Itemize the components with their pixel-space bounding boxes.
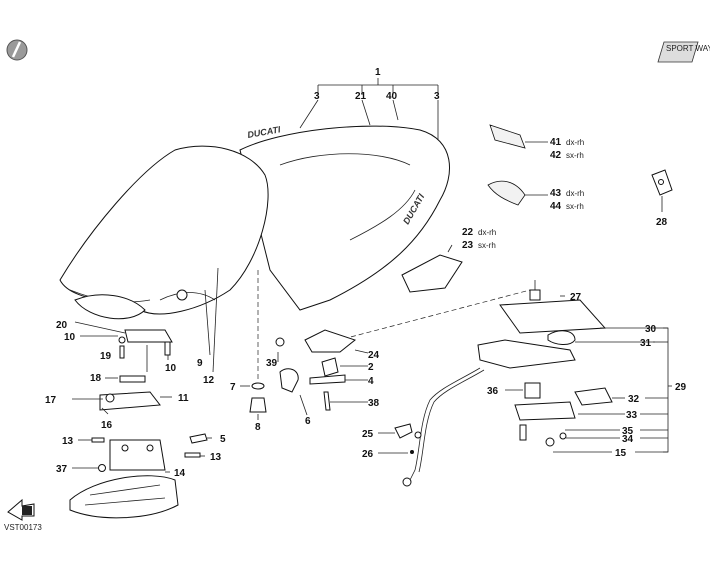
callout-33: 33	[626, 410, 638, 421]
clip-28	[651, 169, 673, 212]
callout-35: 35	[622, 426, 634, 437]
callout-13-right: 13	[210, 452, 222, 463]
suffix-44: sx-rh	[566, 202, 584, 211]
callout-13-left: 13	[62, 436, 74, 447]
corner-circle-logo	[6, 39, 28, 61]
callout-4: 4	[368, 376, 374, 387]
sport-way-logo: SPORT WAY	[657, 41, 710, 63]
hook-2-4-6	[279, 357, 368, 416]
callout-1: 1	[375, 67, 381, 78]
rider-seat	[59, 145, 269, 320]
leader-9	[204, 289, 211, 356]
pad-22-23	[401, 244, 463, 293]
callout-39: 39	[266, 358, 278, 369]
suffix-42: sx-rh	[566, 151, 584, 160]
callout-43: 43	[550, 188, 562, 199]
leader-12	[212, 267, 219, 373]
callout-25: 25	[362, 429, 374, 440]
callout-9: 9	[197, 358, 203, 369]
callout-28: 28	[656, 217, 668, 228]
callout-18: 18	[90, 373, 102, 384]
suffix-22: dx-rh	[478, 228, 496, 237]
suffix-41: dx-rh	[566, 138, 584, 147]
callout-11: 11	[178, 393, 189, 404]
callout-7: 7	[230, 382, 236, 393]
callout-2: 2	[368, 362, 374, 373]
lock-assembly	[72, 321, 173, 415]
release-cable	[378, 367, 485, 487]
callout-21: 21	[355, 91, 367, 102]
callout-8: 8	[255, 422, 261, 433]
callout-labels: 1 3 21 40 3 41 dx-rh 42 sx-rh 43 dx-rh 4…	[45, 67, 687, 479]
callout-19: 19	[100, 351, 112, 362]
callout-22: 22	[462, 227, 474, 238]
bracket-24	[304, 329, 369, 354]
callout-5: 5	[220, 434, 226, 445]
fasteners-39-7-8	[240, 337, 285, 420]
callout-38: 38	[368, 398, 380, 409]
callout-3-right: 3	[434, 91, 440, 102]
callout-6: 6	[305, 416, 311, 427]
callout-3-left: 3	[314, 91, 320, 102]
callout-20: 20	[56, 320, 68, 331]
callout-34: 34	[622, 434, 634, 445]
pad-43-44	[487, 180, 548, 206]
suffix-43: dx-rh	[566, 189, 584, 198]
callout-42: 42	[550, 150, 562, 161]
callout-40: 40	[386, 91, 398, 102]
callout-29: 29	[675, 382, 687, 393]
seat-cowl: DUCATI DUCATI	[239, 124, 450, 311]
callout-23: 23	[462, 240, 474, 251]
seat-hinge-plate	[72, 433, 212, 473]
callout-30: 30	[645, 324, 657, 335]
callout-14: 14	[174, 468, 186, 479]
dash-cowl-to-light	[319, 289, 531, 346]
callout-32: 32	[628, 394, 640, 405]
callout-17: 17	[45, 395, 57, 406]
tail-light-assembly	[477, 280, 672, 453]
callout-27: 27	[570, 292, 582, 303]
callout-10-right: 10	[165, 363, 177, 374]
front-arrow-icon	[7, 498, 35, 521]
callout-31: 31	[640, 338, 652, 349]
callout-16: 16	[101, 420, 113, 431]
callout-44: 44	[550, 201, 562, 212]
callout-12: 12	[203, 375, 215, 386]
callout-41: 41	[550, 137, 562, 148]
pad-41-42	[489, 124, 548, 149]
drawing-code: VST00173	[4, 523, 42, 532]
suffix-23: sx-rh	[478, 241, 496, 250]
callout-24: 24	[368, 350, 380, 361]
logo-text: SPORT WAY	[666, 44, 710, 53]
callout-10-left: 10	[64, 332, 76, 343]
callout-36: 36	[487, 386, 499, 397]
frame-section	[69, 475, 179, 519]
callout-26: 26	[362, 449, 374, 460]
callout-37: 37	[56, 464, 68, 475]
callout-15: 15	[615, 448, 627, 459]
